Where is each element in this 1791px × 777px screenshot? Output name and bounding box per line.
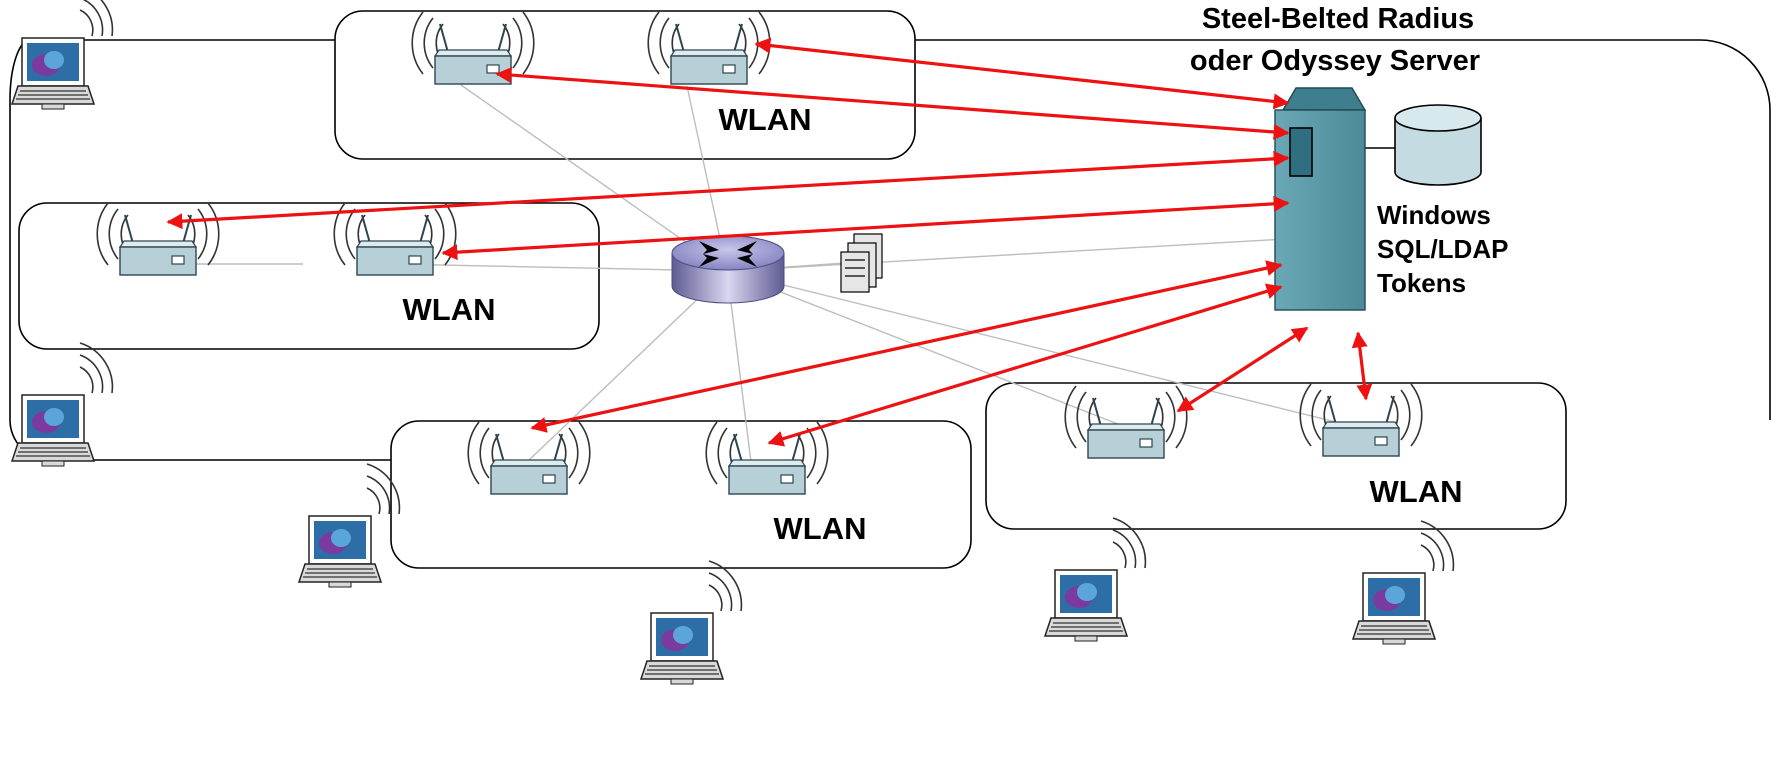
- wlan-box-left: [18, 202, 600, 350]
- laptop-icon: [11, 342, 114, 467]
- laptop-icon: [640, 560, 743, 685]
- wlan-label-top: WLAN: [719, 102, 812, 137]
- service-label-tokens: Tokens: [1377, 268, 1466, 298]
- wlan-box-bottom: [390, 420, 972, 569]
- server-rack-icon: [840, 233, 883, 293]
- wlan-label-left: WLAN: [403, 292, 496, 327]
- wlan-label-bottom: WLAN: [774, 511, 867, 546]
- database-icon: [1394, 104, 1482, 186]
- wlan-label-right: WLAN: [1370, 474, 1463, 509]
- router-icon: [671, 235, 785, 304]
- auth-arrows: [166, 37, 1373, 447]
- wlan-box-right: [985, 382, 1567, 530]
- laptop-icon: [298, 463, 401, 588]
- service-label-sql-ldap: SQL/LDAP: [1377, 234, 1508, 264]
- service-label-windows: Windows: [1377, 200, 1491, 230]
- laptop-icon: [11, 0, 114, 110]
- laptop-icon: [1044, 517, 1147, 642]
- server-title-line2: oder Odyssey Server: [1190, 45, 1480, 77]
- radius-server-icon: [1274, 87, 1367, 311]
- laptop-icon: [1352, 520, 1455, 645]
- server-title-line1: Steel-Belted Radius: [1202, 3, 1474, 35]
